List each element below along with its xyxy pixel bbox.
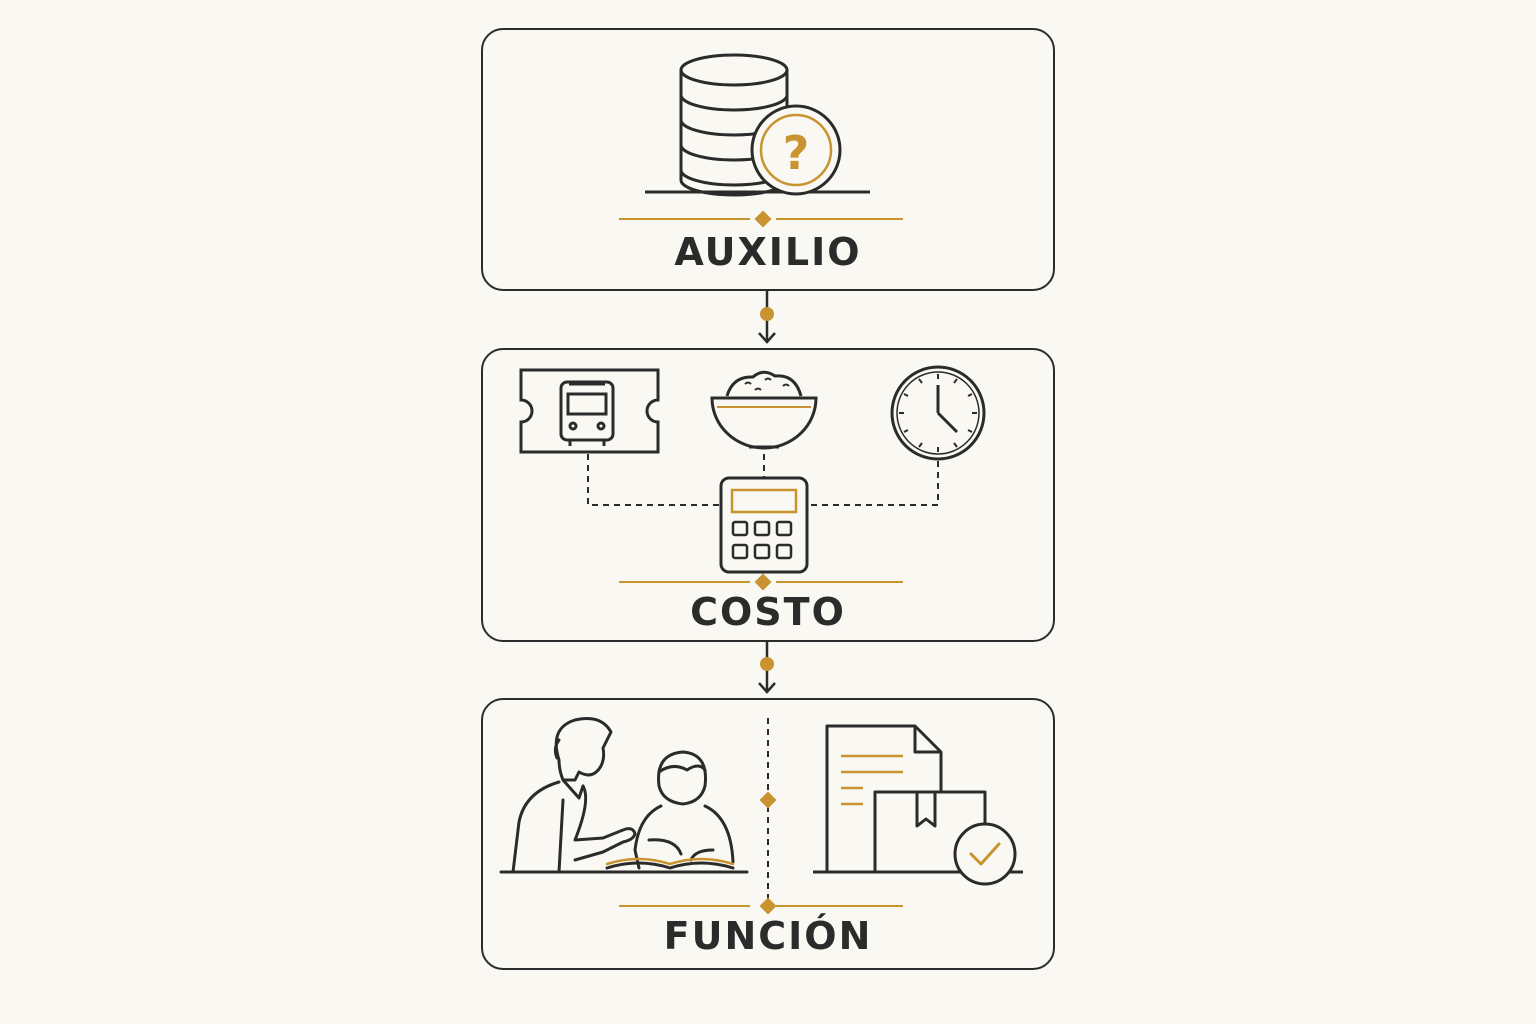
step-costo-panel: COSTO [481,348,1055,642]
step-title: AUXILIO [674,230,862,274]
clock-icon [890,365,986,461]
dashed-links [587,454,939,506]
bus-ticket-icon [519,368,660,454]
step-costo-art [519,365,986,591]
step-auxilio-art: ? [619,53,903,228]
calculator-icon [719,476,809,574]
step-funcion-panel: FUNCIÓN [481,698,1055,970]
divider [619,573,903,591]
split-marker [759,791,777,809]
svg-text:?: ? [783,126,810,180]
step-auxilio-panel: ? AUXILIO [481,28,1055,291]
arrow-connector [758,290,776,344]
step-title: COSTO [690,590,846,634]
divider [619,897,903,915]
arrow-connector [758,640,776,694]
step-title: FUNCIÓN [663,914,873,958]
divider [619,210,903,228]
question-coin-icon: ? [750,104,842,196]
tutoring-icon [499,717,749,874]
food-bowl-icon [710,370,818,450]
document-package-check-icon [813,724,1023,886]
step-funcion-art [499,717,1023,915]
